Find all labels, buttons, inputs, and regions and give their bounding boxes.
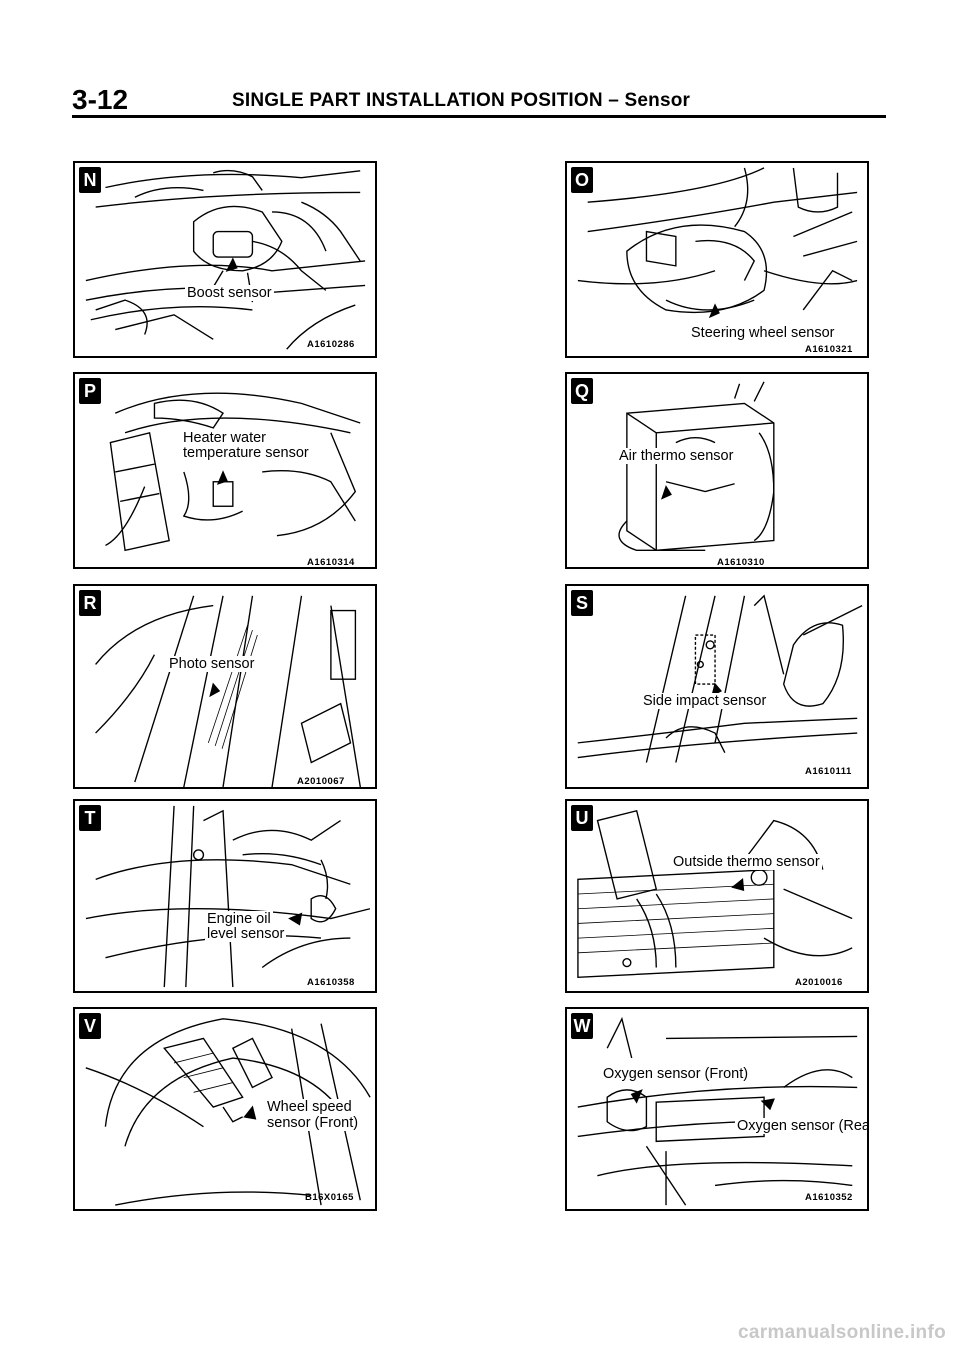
panel-v: V Wheel speed sensor (Front) B16X0165 [73,1007,377,1211]
label-level-sensor: level sensor [205,926,287,942]
panel-letter-s: S [571,590,593,616]
page-title: SINGLE PART INSTALLATION POSITION – Sens… [232,90,690,112]
illustration-outside-thermo-sensor [577,809,853,979]
illustration-boost-sensor [85,169,366,350]
title-main: SINGLE PART INSTALLATION POSITION [232,90,603,111]
illustration-wheel-speed-sensor [85,1018,371,1206]
label-engine-oil: Engine oil [205,911,273,927]
panel-letter-n: N [79,167,101,193]
figure-code-q: A1610310 [717,557,765,568]
label-oxygen-sensor-rear: Oxygen sensor (Rear) [735,1118,867,1134]
figure-code-n: A1610286 [307,339,355,350]
label-photo-sensor: Photo sensor [167,656,257,672]
panel-letter-p: P [79,378,101,404]
header-rule [72,115,886,118]
panel-u: U Outside thermo sensor A2010016 [565,799,869,993]
panel-o: O Steering wheel sensor A1610321 [565,161,869,358]
label-boost-sensor: Boost sensor [185,285,274,301]
panel-letter-t: T [79,805,101,831]
title-separator: – [608,90,620,111]
label-temperature-sensor: temperature sensor [181,445,311,461]
panel-n: N Boost sensor A1610286 [73,161,377,358]
figure-code-w: A1610352 [805,1192,853,1203]
panel-s: S Side impact sensor A1610111 [565,584,869,789]
label-outside-thermo-sensor: Outside thermo sensor [671,854,822,870]
figure-code-p: A1610314 [307,557,355,568]
label-heater-water: Heater water [181,430,269,446]
label-steering-wheel-sensor: Steering wheel sensor [689,325,837,341]
figure-code-r: A2010067 [297,776,345,787]
figure-code-u: A2010016 [795,977,843,988]
panel-q: Q Air thermo sensor A1610310 [565,372,869,569]
panel-r: R Photo sensor A2010067 [73,584,377,789]
panel-letter-r: R [79,590,101,616]
figure-code-o: A1610321 [805,344,853,355]
panel-letter-u: U [571,805,593,831]
illustration-air-thermo-sensor [618,381,775,552]
panel-w: W Oxygen sensor (Front) Oxygen sensor (R… [565,1007,869,1211]
panel-letter-o: O [571,167,593,193]
panel-letter-v: V [79,1013,101,1039]
panel-p: P Heater water temperature sensor A16103… [73,372,377,569]
panel-letter-q: Q [571,378,593,404]
label-wheel-speed: Wheel speed [265,1099,354,1115]
label-air-thermo-sensor: Air thermo sensor [617,448,736,464]
illustration-engine-oil-level-sensor [85,805,371,988]
label-sensor-front: sensor (Front) [265,1115,361,1131]
illustration-heater-water-temperature-sensor [105,392,361,552]
label-oxygen-sensor-front: Oxygen sensor (Front) [601,1066,751,1082]
label-side-impact-sensor: Side impact sensor [641,693,769,709]
figure-code-v: B16X0165 [305,1192,354,1203]
illustration-steering-wheel-sensor [577,167,858,319]
illustration-side-impact-sensor [577,594,863,763]
watermark: carmanualsonline.info [738,1322,946,1343]
page-number: 3-12 [72,84,129,115]
panel-t: T Engine oil level sensor A1610358 [73,799,377,993]
illustration-oxygen-sensors [577,1016,858,1206]
page-header: 3-12 SINGLE PART INSTALLATION POSITION –… [72,84,886,116]
panel-letter-w: W [571,1013,593,1039]
figure-code-t: A1610358 [307,977,355,988]
figure-code-s: A1610111 [805,766,852,777]
illustration-photo-sensor [95,595,361,787]
title-subtitle: Sensor [624,90,691,111]
